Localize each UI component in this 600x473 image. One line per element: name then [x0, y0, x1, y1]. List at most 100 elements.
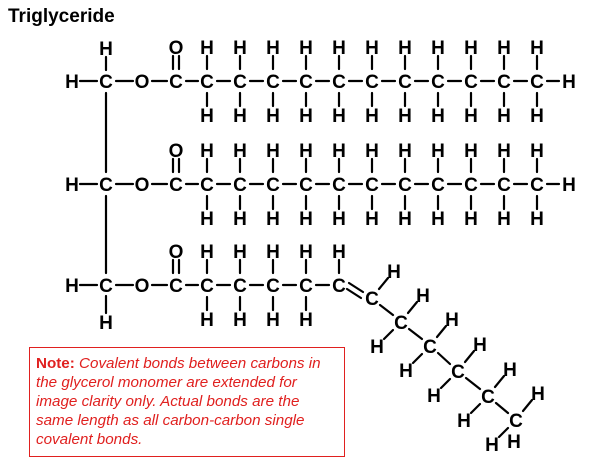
carbon-atom: C: [233, 276, 247, 297]
ch-bond: [406, 300, 419, 315]
carbon-atom: C: [481, 387, 495, 408]
carbon-atom: C: [99, 276, 113, 297]
carbon-atom: C: [266, 276, 280, 297]
carbon-atom: C: [451, 362, 465, 383]
hydrogen-atom: H: [200, 242, 214, 263]
carbonyl-carbon-atom: C: [169, 276, 183, 297]
ch-bond: [411, 352, 424, 365]
ch-bond: [493, 374, 506, 389]
carbon-atom: C: [266, 175, 280, 196]
hydrogen-atom: H: [299, 106, 313, 127]
ch-bond: [439, 377, 452, 390]
hydrogen-atom: H: [332, 38, 346, 59]
carbonyl-carbon-atom: C: [169, 72, 183, 93]
ch-bond: [521, 398, 534, 413]
oxygen-atom: O: [135, 175, 150, 196]
oxygen-atom: O: [135, 276, 150, 297]
carbon-atom: C: [394, 313, 408, 334]
carbon-atom: C: [365, 289, 379, 310]
hydrogen-atom: H: [266, 209, 280, 230]
carbonyl-carbon-atom: C: [169, 175, 183, 196]
carbon-atom: C: [200, 276, 214, 297]
hydrogen-atom: H: [387, 262, 401, 283]
cc-bond: [378, 303, 395, 317]
hydrogen-atom: H: [503, 360, 517, 381]
carbonyl-oxygen-atom: O: [169, 242, 184, 263]
ch-bond: [435, 324, 448, 339]
hydrogen-atom: H: [530, 38, 544, 59]
hydrogen-atom: H: [398, 209, 412, 230]
hydrogen-atom: H: [65, 175, 79, 196]
hydrogen-atom: H: [200, 106, 214, 127]
carbon-atom: C: [233, 175, 247, 196]
carbon-atom: C: [332, 276, 346, 297]
hydrogen-atom: H: [497, 38, 511, 59]
oxygen-atom: O: [135, 72, 150, 93]
hydrogen-atom: H: [530, 209, 544, 230]
carbon-atom: C: [99, 72, 113, 93]
hydrogen-atom: H: [399, 361, 413, 382]
hydrogen-atom: H: [332, 141, 346, 162]
carbon-atom: C: [431, 175, 445, 196]
hydrogen-atom: H: [431, 209, 445, 230]
hydrogen-atom: H: [332, 106, 346, 127]
hydrogen-atom: H: [531, 384, 545, 405]
ch-bond: [382, 328, 395, 341]
hydrogen-atom: H: [332, 242, 346, 263]
hydrogen-atom: H: [99, 313, 113, 334]
hydrogen-atom: H: [200, 310, 214, 331]
note-label: Note:: [36, 355, 75, 372]
carbon-atom: C: [398, 175, 412, 196]
double-bond: [347, 281, 365, 294]
hydrogen-atom: H: [65, 276, 79, 297]
hydrogen-atom: H: [365, 141, 379, 162]
hydrogen-atom: H: [427, 386, 441, 407]
hydrogen-atom: H: [457, 411, 471, 432]
hydrogen-atom: H: [233, 141, 247, 162]
hydrogen-atom: H: [398, 38, 412, 59]
ch-bond: [469, 402, 482, 415]
terminal-hydrogen-atom: H: [562, 175, 576, 196]
carbon-atom: C: [509, 411, 523, 432]
hydrogen-atom: H: [233, 106, 247, 127]
hydrogen-atom: H: [233, 310, 247, 331]
carbon-atom: C: [299, 175, 313, 196]
carbon-atom: C: [99, 175, 113, 196]
note-box: Note: Covalent bonds between carbons in …: [29, 347, 345, 457]
hydrogen-atom: H: [299, 310, 313, 331]
carbon-atom: C: [200, 175, 214, 196]
hydrogen-atom: H: [497, 106, 511, 127]
hydrogen-atom: H: [332, 209, 346, 230]
hydrogen-atom: H: [530, 106, 544, 127]
hydrogen-atom: H: [299, 209, 313, 230]
terminal-hydrogen-atom: H: [507, 432, 521, 453]
hydrogen-atom: H: [200, 209, 214, 230]
hydrogen-atom: H: [365, 38, 379, 59]
hydrogen-atom: H: [299, 242, 313, 263]
carbon-atom: C: [365, 175, 379, 196]
hydrogen-atom: H: [200, 141, 214, 162]
hydrogen-atom: H: [416, 286, 430, 307]
terminal-hydrogen-atom: H: [562, 72, 576, 93]
hydrogen-atom: H: [464, 38, 478, 59]
hydrogen-atom: H: [299, 38, 313, 59]
hydrogen-atom: H: [233, 209, 247, 230]
hydrogen-atom: H: [266, 242, 280, 263]
hydrogen-atom: H: [464, 209, 478, 230]
hydrogen-atom: H: [497, 141, 511, 162]
hydrogen-atom: H: [431, 38, 445, 59]
cc-bond: [464, 376, 482, 391]
hydrogen-atom: H: [365, 106, 379, 127]
hydrogen-atom: H: [398, 141, 412, 162]
double-bond: [345, 287, 363, 300]
note-text: Covalent bonds between carbons in the gl…: [36, 355, 321, 448]
ch-bond: [463, 349, 476, 364]
carbon-atom: C: [464, 175, 478, 196]
hydrogen-atom: H: [473, 335, 487, 356]
hydrogen-atom: H: [99, 39, 113, 60]
ch-bond: [497, 426, 510, 439]
cc-bond: [494, 401, 510, 415]
carbonyl-oxygen-atom: O: [169, 38, 184, 59]
ch-bond: [377, 276, 390, 291]
hydrogen-atom: H: [497, 209, 511, 230]
